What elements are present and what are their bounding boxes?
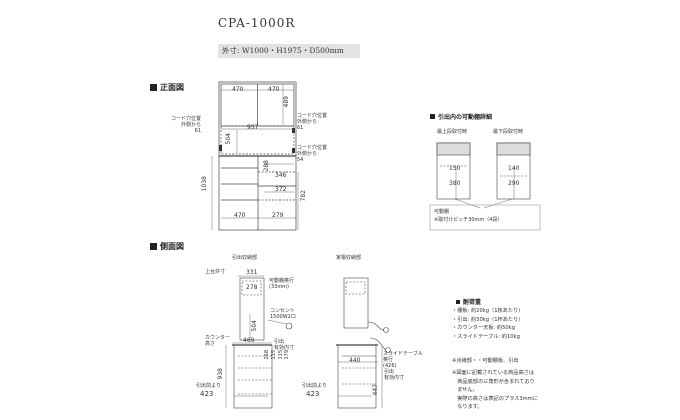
front-mid-height-dim: 504 — [225, 133, 232, 145]
lower-depth-dim: 423 — [200, 390, 214, 398]
note-line: ません。 — [452, 387, 478, 393]
right-drawer-inner-label: 引出 有効内寸 — [384, 369, 405, 381]
load-limits-heading: 耐荷重 — [456, 297, 481, 306]
shelf-right-d1: 140 — [508, 165, 520, 172]
counter-height-label: カウンター 高さ — [205, 335, 231, 347]
cord-hole-right-bottom-label: コード穴位置 外側から 54 — [297, 145, 328, 163]
movable-shelf-label: 可動棚 — [434, 209, 450, 215]
front-upper-height-dim: 489 — [283, 96, 290, 108]
front-view-heading: 正面図 — [150, 82, 184, 93]
note-height-block: ※図面に記載されている商品高さは 商品底部の三角形が含まれており ません。 実際… — [452, 369, 538, 412]
shelf-right-caption: 最下段取付時 — [493, 129, 524, 135]
right-lower-depth-label: 引出前より — [302, 383, 327, 389]
right-d447-dim: 447 — [372, 384, 379, 396]
right-lower-depth-dim: 423 — [306, 390, 320, 398]
front-view-title: 正面図 — [160, 83, 184, 92]
note-line: 実際の高さは表記のプラス3mmに — [452, 395, 538, 402]
note-line: 商品底部の三角形が含まれており — [452, 378, 535, 385]
top-depth-dim: 331 — [246, 269, 258, 276]
side-d504-dim: 504 — [251, 320, 258, 332]
front-top-right-dim: 470 — [268, 86, 280, 93]
front-d372-dim: 372 — [275, 186, 287, 193]
section-marker-icon — [150, 84, 157, 91]
drawer-dim: 115 — [270, 350, 277, 360]
load-limits-title: 耐荷重 — [463, 299, 482, 306]
front-bottom-left-dim: 470 — [234, 212, 246, 219]
front-top-left-dim: 470 — [232, 86, 244, 93]
lower-depth-label: 引出前より — [196, 383, 221, 389]
movable-shelf-depth-label: 可動棚奥行 (33mm) — [269, 278, 295, 290]
section-marker-icon — [456, 299, 460, 304]
outlet-label: コンセント 1500W2口 — [270, 308, 296, 320]
inner-depth-dim: 278 — [246, 284, 258, 291]
front-d288-dim: 288 — [263, 160, 270, 172]
side-left-caption: 引出収納部 — [232, 255, 258, 261]
shelf-left-d2: 380 — [449, 180, 461, 187]
note-line: ※図面に記載されている商品高さは — [452, 370, 535, 376]
cord-hole-left-label: コード穴位置 外側から 61 — [171, 116, 202, 134]
shelf-right-d2: 290 — [508, 180, 520, 187]
side-right-caption: 家電収納部 — [336, 255, 362, 261]
front-right-height-dim: 782 — [300, 190, 307, 202]
load-limit-item: ・カウンター天板: 約50kg — [452, 325, 515, 331]
section-marker-icon — [150, 243, 157, 250]
front-bottom-right-dim: 279 — [272, 212, 284, 219]
shelf-left-d1: 150 — [449, 165, 461, 172]
shelf-left-caption: 最上段取付時 — [437, 129, 468, 135]
note-dotted-parts: ※点線部・・可動棚板、引出 — [452, 358, 519, 364]
drawer-dim: 179 — [284, 350, 291, 360]
shelf-detail-title: 引出内の可動棚詳細 — [438, 114, 493, 121]
load-limit-item: ・スライドテーブル: 約10kg — [452, 333, 520, 340]
side-view-title: 側面図 — [160, 242, 184, 251]
section-marker-icon — [430, 114, 435, 119]
drawer-inner-label: 引出 有効内寸 — [274, 339, 295, 351]
slide-table-label: スライドテーブル 奥行 (426) — [383, 351, 423, 369]
model-title: CPA-1000R — [218, 16, 296, 30]
front-total-height-dim: 1038 — [201, 176, 208, 192]
load-limit-item: ・引出: 約30kg（1杯あたり） — [452, 316, 524, 323]
shelf-pitch-note: ※取付けピッチ30mm（4段） — [434, 217, 503, 223]
drawer-dims-stack: 268 115 115 179 — [264, 350, 291, 360]
front-d346-dim: 346 — [275, 172, 287, 179]
drawer-dim: 268 — [264, 350, 270, 360]
side-view-heading: 側面図 — [150, 241, 184, 252]
load-limit-item: ・棚板: 約20kg（1枚あたり） — [452, 308, 524, 314]
load-limits-list: ・棚板: 約20kg（1枚あたり） ・引出: 約30kg（1杯あたり） ・カウン… — [452, 307, 523, 341]
top-depth-label: 上台外寸 — [205, 269, 226, 275]
cord-hole-right-top-label: コード穴位置 外側から 61 — [297, 113, 328, 131]
right-440-dim: 440 — [349, 357, 361, 364]
front-inner-width-dim: 957 — [247, 124, 259, 131]
note-line: なります。 — [452, 404, 483, 410]
counter-depth-dim: 469 — [243, 337, 255, 344]
side-d938-dim: 938 — [217, 368, 224, 380]
outer-dimensions: 外寸: W1000・H1975・D500mm — [218, 44, 360, 58]
shelf-detail-heading: 引出内の可動棚詳細 — [430, 112, 492, 121]
